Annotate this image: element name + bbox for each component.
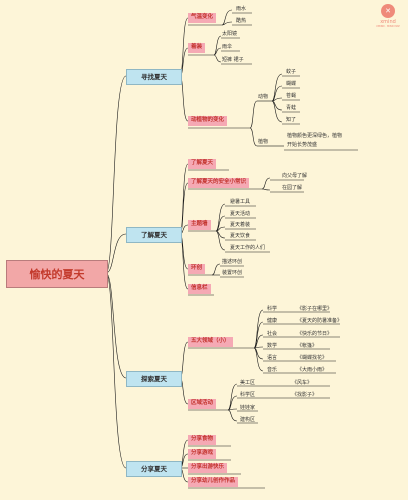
branch-share-summer[interactable]: 分享夏天 [126,461,182,477]
leaf-five-5-lesson[interactable]: 《蝴蝶找花》 [297,355,328,361]
leaf-five-6-lesson[interactable]: 《大雨小雨》 [297,367,328,373]
leaf-animal-4[interactable]: 青蛙 [286,105,297,111]
topic-weather[interactable]: 气温变化 [188,13,217,23]
leaf-clothes-1[interactable]: 太阳镜 [222,31,238,37]
leaf-env-2[interactable]: 装置环创 [222,270,243,276]
topic-share-food[interactable]: 分享食物 [188,435,217,445]
root-topic[interactable]: 愉快的夏天 [6,260,108,288]
xmind-logo: ✕ xmind XMIND · MIND MAP [371,4,405,38]
topic-know-summer[interactable]: 了解夏天 [188,159,217,169]
leaf-animal-3[interactable]: 苍蝇 [286,93,297,99]
branch-know-summer[interactable]: 了解夏天 [126,227,182,243]
topic-animal-plant-change[interactable]: 动植物的变化 [188,116,228,126]
leaf-clothes-2[interactable]: 雨伞 [222,44,233,50]
leaf-wall-3[interactable]: 夏天着装 [230,222,251,228]
leaf-animal-1[interactable]: 蚊子 [286,69,297,75]
leaf-wall-1[interactable]: 避暑工具 [230,199,251,205]
leaf-animal[interactable]: 动物 [258,94,269,100]
topic-theme-wall[interactable]: 主题墙 [188,220,211,230]
leaf-five-1-lesson[interactable]: 《影子在哪里》 [297,306,333,312]
leaf-wall-5[interactable]: 夏天工作的人们 [230,245,266,251]
leaf-zone-1-lesson[interactable]: 《风车》 [292,380,313,386]
xmind-logo-subtitle: XMIND · MIND MAP [376,25,400,28]
leaf-env-1[interactable]: 描述环创 [222,259,243,265]
leaf-zone-4-area[interactable]: 建构区 [240,417,256,423]
xmind-logo-text: xmind [380,19,396,25]
leaf-five-4-lesson[interactable]: 《帐篷》 [297,343,318,349]
topic-share-artwork[interactable]: 分享幼儿创作作品 [188,477,239,487]
leaf-animal-2[interactable]: 蝴蝶 [286,81,297,87]
topic-info-board[interactable]: 信息栏 [188,284,211,294]
leaf-plant-2[interactable]: 开始长势茂盛 [287,142,318,148]
leaf-zone-2-area[interactable]: 科学区 [240,392,256,398]
branch-explore-summer[interactable]: 探索夏天 [126,371,182,387]
leaf-five-4-domain[interactable]: 数学 [267,343,278,349]
topic-env[interactable]: 环创 [188,264,206,274]
leaf-weather-2[interactable]: 酷热 [236,18,247,24]
topic-five-domains[interactable]: 五大领域（小） [188,337,233,347]
branch-find-summer[interactable]: 寻找夏天 [126,69,182,85]
topic-clothes[interactable]: 着装 [188,43,206,53]
topic-safety[interactable]: 了解夏天的安全小常识 [188,178,250,188]
leaf-wall-4[interactable]: 夏天饮食 [230,233,251,239]
leaf-zone-2-lesson[interactable]: 《找影子》 [292,392,318,398]
leaf-zone-3-area[interactable]: 娃娃家 [240,405,256,411]
leaf-safety-1[interactable]: 向父母了解 [282,173,308,179]
topic-share-games[interactable]: 分享游戏 [188,449,217,459]
leaf-five-3-domain[interactable]: 社会 [267,331,278,337]
leaf-plant-1[interactable]: 植物颜色更深绿色，植物 [287,133,343,139]
leaf-plant[interactable]: 植物 [258,139,269,145]
leaf-five-5-domain[interactable]: 语言 [267,355,278,361]
leaf-clothes-3[interactable]: 短裤 裙子 [222,57,244,63]
topic-zone-activities[interactable]: 区域活动 [188,399,217,409]
leaf-five-2-lesson[interactable]: 《夏天的防暑准备》 [297,318,343,324]
leaf-five-3-lesson[interactable]: 《快乐的节日》 [297,331,333,337]
leaf-animal-5[interactable]: 知了 [286,117,297,123]
leaf-wall-2[interactable]: 夏天活动 [230,211,251,217]
leaf-five-2-domain[interactable]: 健康 [267,318,278,324]
leaf-five-1-domain[interactable]: 科学 [267,306,278,312]
leaf-safety-2[interactable]: 在园了解 [282,185,303,191]
leaf-five-6-domain[interactable]: 音乐 [267,367,278,373]
topic-share-trips[interactable]: 分享出游快乐 [188,463,228,473]
xmind-logo-icon: ✕ [381,4,395,18]
leaf-weather-1[interactable]: 雨水 [236,6,247,12]
leaf-zone-1-area[interactable]: 美工区 [240,380,256,386]
